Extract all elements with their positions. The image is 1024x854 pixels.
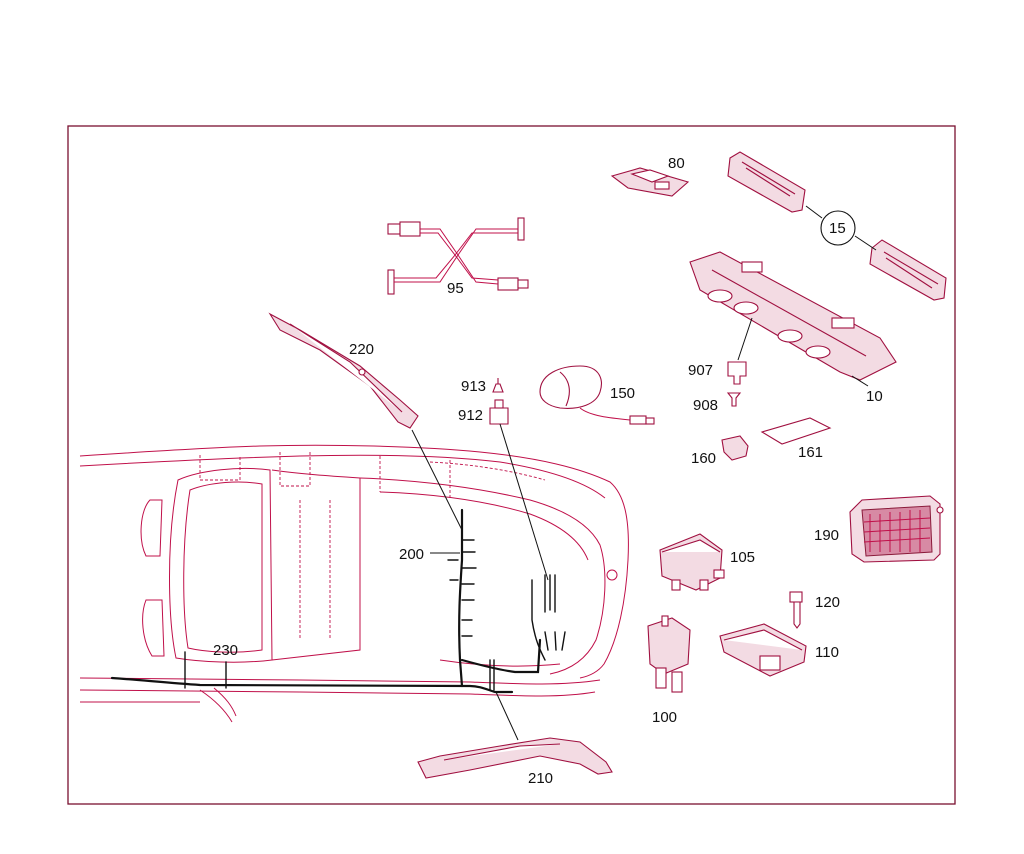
part-95 xyxy=(387,217,529,295)
callout-220: 220 xyxy=(349,341,374,358)
part-160 xyxy=(721,435,749,461)
callout-913: 913 xyxy=(461,378,486,395)
callout-110: 110 xyxy=(815,644,839,661)
part-220 xyxy=(268,312,463,531)
callout-80: 80 xyxy=(668,155,685,172)
callout-210: 210 xyxy=(528,770,553,787)
part-913 xyxy=(492,378,504,393)
part-908 xyxy=(726,392,742,407)
part-15 xyxy=(727,151,947,301)
diagram-frame xyxy=(67,125,956,805)
part-150 xyxy=(539,365,655,425)
callout-230: 230 xyxy=(213,642,238,659)
callout-200: 200 xyxy=(399,546,424,563)
callout-907: 907 xyxy=(688,362,713,379)
part-120 xyxy=(789,591,803,629)
part-110 xyxy=(719,623,807,677)
part-190 xyxy=(849,495,944,563)
callout-15: 15 xyxy=(829,220,846,237)
callout-100: 100 xyxy=(652,709,677,726)
callout-160: 160 xyxy=(691,450,716,467)
part-907 xyxy=(727,317,753,385)
part-105 xyxy=(659,533,725,591)
part-100 xyxy=(647,615,691,693)
part-10 xyxy=(689,251,897,387)
wiring-harness xyxy=(110,508,566,694)
callout-161: 161 xyxy=(798,444,823,461)
part-912 xyxy=(489,399,549,581)
part-210 xyxy=(417,691,613,779)
part-80 xyxy=(610,167,690,197)
callout-150: 150 xyxy=(610,385,635,402)
callout-120: 120 xyxy=(815,594,840,611)
callout-95: 95 xyxy=(447,280,464,297)
callout-190: 190 xyxy=(814,527,839,544)
callout-912: 912 xyxy=(458,407,483,424)
callout-10: 10 xyxy=(866,388,883,405)
part-161 xyxy=(760,417,832,445)
vehicle-body-outline xyxy=(79,444,629,723)
callout-105: 105 xyxy=(730,549,755,566)
callout-15-circle xyxy=(820,210,856,246)
callout-908: 908 xyxy=(693,397,718,414)
